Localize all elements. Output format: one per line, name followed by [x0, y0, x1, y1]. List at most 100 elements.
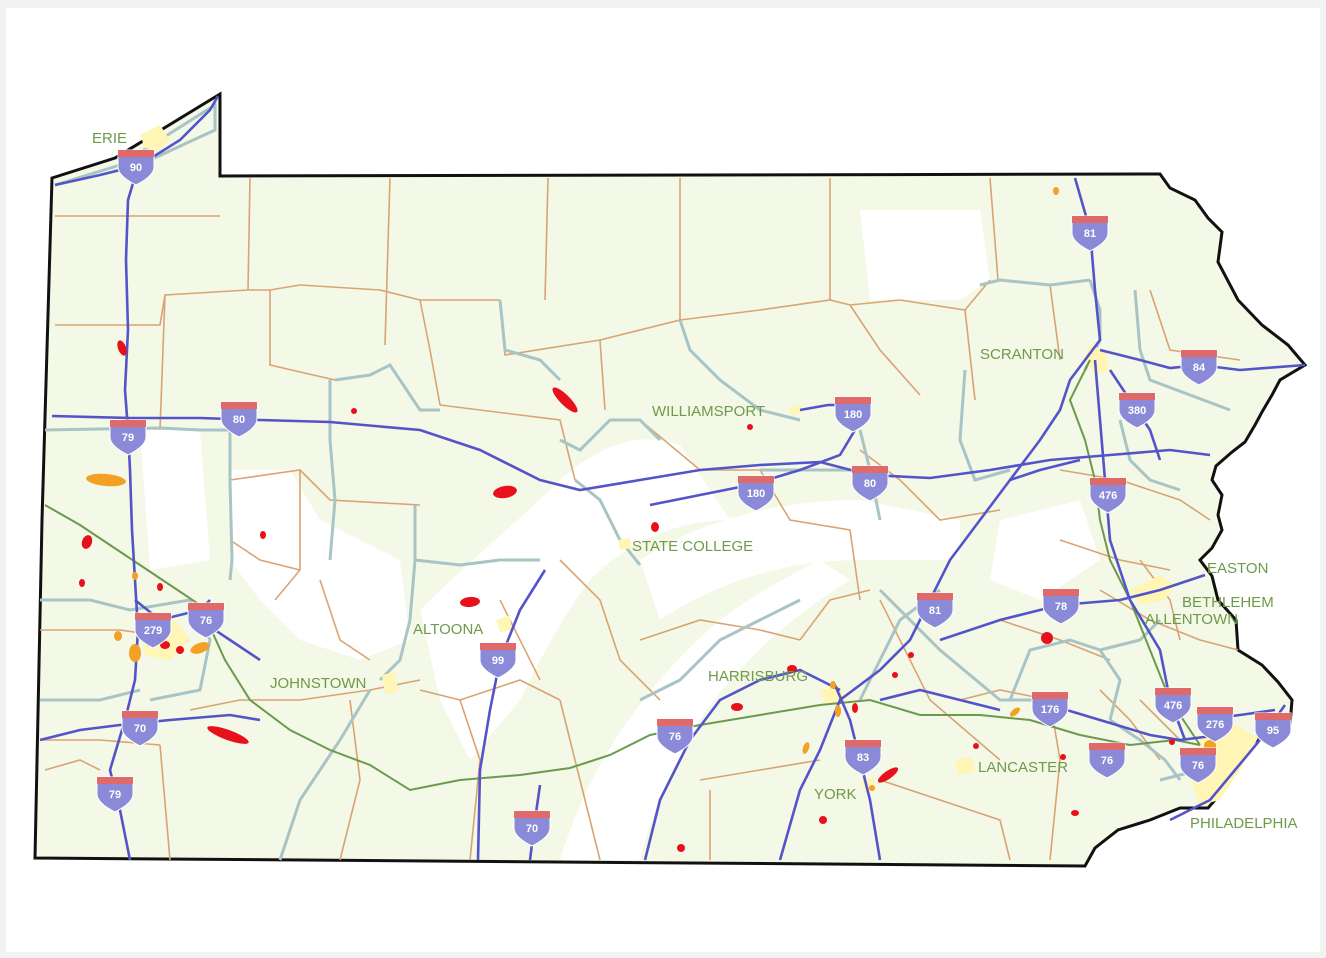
- urban-area-altoona: [496, 615, 512, 632]
- county-line: [544, 177, 549, 301]
- city-label-state-college[interactable]: STATE COLLEGE: [632, 538, 753, 555]
- region-line: [1118, 419, 1181, 492]
- shield-i180-west[interactable]: 180: [737, 475, 775, 512]
- city-label-lancaster[interactable]: LANCASTER: [978, 759, 1068, 776]
- site-marker-red[interactable]: [908, 652, 914, 658]
- shield-i80-west[interactable]: 80: [220, 401, 258, 438]
- site-marker-red[interactable]: [116, 339, 129, 357]
- shield-i99[interactable]: 99: [479, 642, 517, 679]
- interstate-78: [939, 573, 1206, 642]
- site-marker-red[interactable]: [492, 484, 518, 500]
- county-line: [44, 759, 101, 771]
- region-line: [54, 102, 217, 187]
- site-marker-orange[interactable]: [1008, 706, 1021, 718]
- city-label-easton[interactable]: EASTON: [1207, 560, 1268, 577]
- shield-i76-central[interactable]: 76: [656, 718, 694, 755]
- shield-i90[interactable]: 90: [117, 149, 155, 186]
- city-label-erie[interactable]: ERIE: [92, 130, 127, 147]
- site-marker-red[interactable]: [677, 844, 685, 852]
- shield-i279[interactable]: 279: [134, 612, 172, 649]
- shield-i380[interactable]: 380: [1118, 392, 1156, 429]
- region-line: [378, 505, 417, 682]
- city-label-philadelphia[interactable]: PHILADELPHIA: [1190, 815, 1298, 832]
- site-marker-red[interactable]: [1041, 632, 1053, 644]
- site-marker-red[interactable]: [1060, 754, 1066, 760]
- city-label-scranton[interactable]: SCRANTON: [980, 346, 1064, 363]
- shield-i84[interactable]: 84: [1180, 349, 1218, 386]
- shield-i76-west[interactable]: 76: [187, 602, 225, 639]
- site-marker-red[interactable]: [747, 424, 753, 430]
- shield-number: 81: [1084, 228, 1096, 240]
- shield-i95[interactable]: 95: [1254, 712, 1292, 749]
- site-marker-orange[interactable]: [835, 705, 841, 717]
- city-label-bethlehem[interactable]: BETHLEHEM: [1182, 594, 1274, 611]
- pennsylvania-map[interactable]: 90 81 84 380: [6, 8, 1320, 952]
- region-line: [334, 363, 440, 412]
- shield-number: 476: [1164, 700, 1182, 712]
- shield-i176[interactable]: 176: [1031, 691, 1069, 728]
- county-line: [499, 279, 991, 356]
- site-marker-red[interactable]: [549, 384, 580, 415]
- shield-i476-south[interactable]: 476: [1154, 687, 1192, 724]
- shield-i70-south[interactable]: 70: [513, 810, 551, 847]
- site-marker-orange[interactable]: [869, 785, 875, 791]
- shield-i76-phila[interactable]: 76: [1179, 747, 1217, 784]
- site-marker-red[interactable]: [1169, 739, 1175, 745]
- shield-i81-north[interactable]: 81: [1071, 215, 1109, 252]
- site-marker-orange[interactable]: [801, 741, 811, 754]
- site-marker-red[interactable]: [852, 703, 858, 713]
- site-marker-red[interactable]: [1071, 810, 1079, 816]
- shield-i80-central[interactable]: 80: [851, 465, 889, 502]
- site-marker-red[interactable]: [787, 665, 797, 673]
- site-marker-red[interactable]: [892, 672, 898, 678]
- county-line: [859, 449, 1001, 521]
- site-marker-red[interactable]: [157, 583, 163, 591]
- site-marker-orange[interactable]: [129, 644, 141, 662]
- site-marker-red[interactable]: [819, 816, 827, 824]
- site-marker-orange[interactable]: [1053, 187, 1059, 195]
- shield-i79-north[interactable]: 79: [109, 419, 147, 456]
- site-marker-red[interactable]: [80, 534, 94, 551]
- site-marker-red[interactable]: [460, 596, 481, 608]
- shield-i83[interactable]: 83: [844, 739, 882, 776]
- city-label-johnstown[interactable]: JOHNSTOWN: [270, 675, 366, 692]
- site-marker-red[interactable]: [651, 522, 659, 532]
- site-marker-orange[interactable]: [132, 572, 138, 580]
- county-line: [759, 469, 861, 601]
- site-marker-red[interactable]: [351, 408, 357, 414]
- shield-number: 380: [1128, 405, 1146, 417]
- site-marker-red[interactable]: [973, 743, 979, 749]
- shield-i79-south[interactable]: 79: [96, 776, 134, 813]
- county-line: [459, 679, 561, 701]
- site-marker-orange[interactable]: [114, 631, 122, 641]
- city-label-york[interactable]: YORK: [814, 786, 857, 803]
- shield-i76-east[interactable]: 76: [1088, 742, 1126, 779]
- interstate-76-central: [643, 668, 841, 861]
- site-marker-red[interactable]: [79, 579, 85, 587]
- site-marker-red[interactable]: [176, 646, 184, 654]
- county-line: [1139, 559, 1181, 641]
- county-line: [639, 619, 801, 641]
- shield-number: 76: [669, 731, 681, 743]
- site-marker-orange[interactable]: [86, 472, 127, 487]
- site-marker-red[interactable]: [206, 723, 251, 747]
- shield-i81-central[interactable]: 81: [916, 592, 954, 629]
- shield-i276[interactable]: 276: [1196, 706, 1234, 743]
- shield-i476-north[interactable]: 476: [1089, 477, 1127, 514]
- site-marker-red[interactable]: [731, 703, 743, 711]
- city-label-allentown[interactable]: ALLENTOWN: [1145, 611, 1238, 628]
- site-marker-red[interactable]: [876, 765, 900, 785]
- city-label-harrisburg[interactable]: HARRISBURG: [708, 668, 808, 685]
- site-marker-red[interactable]: [160, 641, 170, 649]
- county-line: [269, 290, 336, 381]
- city-label-altoona[interactable]: ALTOONA: [413, 621, 483, 638]
- site-marker-orange[interactable]: [189, 640, 211, 656]
- shield-i180-east[interactable]: 180: [834, 396, 872, 433]
- shield-i78[interactable]: 78: [1042, 588, 1080, 625]
- shield-i70-west[interactable]: 70: [121, 710, 159, 747]
- city-label-williamsport[interactable]: WILLIAMSPORT: [652, 403, 765, 420]
- county-line: [1059, 539, 1171, 571]
- site-marker-orange[interactable]: [830, 681, 836, 689]
- shield-number: 276: [1206, 719, 1224, 731]
- site-marker-red[interactable]: [260, 531, 266, 539]
